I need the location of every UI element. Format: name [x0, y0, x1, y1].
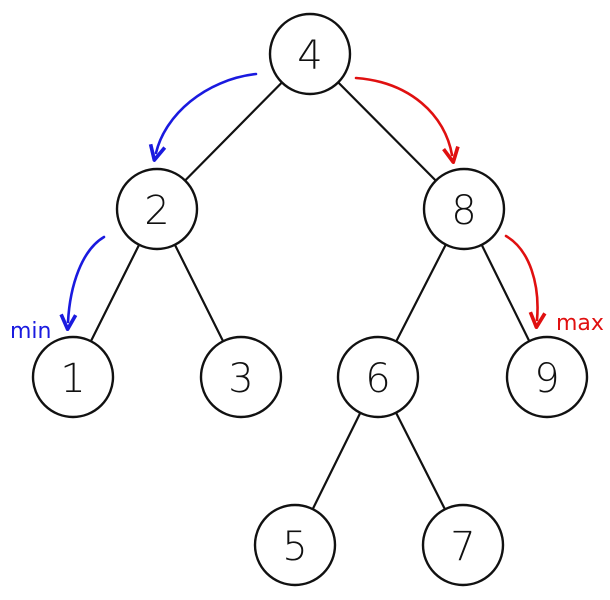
- node-circle: [505, 335, 589, 419]
- edge-n2-n1: [89, 243, 141, 343]
- edge-n8-n6: [395, 243, 447, 343]
- min-path-arrow-root-to-2: [148, 72, 258, 162]
- max-path-arrow-root-to-8: [354, 76, 460, 164]
- node-label: 5: [282, 524, 307, 570]
- tree-edges: [89, 81, 531, 511]
- max-path-arrow-8-to-9: [504, 234, 547, 330]
- traversal-arrows: [59, 72, 547, 332]
- tree-nodes: 4 2 8 1 3 6 9 5 7: [31, 12, 589, 587]
- node-label: 6: [365, 356, 390, 402]
- edge-n2-n3: [173, 243, 225, 343]
- node-circle: [336, 335, 420, 419]
- tree-node-2: 2: [115, 167, 199, 251]
- edge-n6-n7: [394, 411, 447, 511]
- node-circle: [115, 167, 199, 251]
- node-label: 8: [451, 188, 476, 234]
- node-label: 9: [534, 356, 559, 402]
- edge-n8-n9: [480, 243, 531, 343]
- node-label: 1: [60, 356, 85, 402]
- tree-node-3: 3: [199, 335, 283, 419]
- edge-n6-n5: [311, 411, 362, 511]
- node-circle: [268, 12, 352, 96]
- max-annotation: max: [556, 311, 604, 336]
- node-label: 4: [297, 33, 322, 79]
- edge-n4-n8: [337, 81, 437, 182]
- node-label: 7: [450, 524, 475, 570]
- edge-n4-n2: [184, 81, 283, 182]
- node-circle: [31, 335, 115, 419]
- tree-node-4: 4: [268, 12, 352, 96]
- tree-node-6: 6: [336, 335, 420, 419]
- tree-node-7: 7: [421, 503, 505, 587]
- tree-node-5: 5: [253, 503, 337, 587]
- tree-node-9: 9: [505, 335, 589, 419]
- node-label: 2: [144, 188, 169, 234]
- node-circle: [199, 335, 283, 419]
- node-label: 3: [228, 356, 253, 402]
- tree-node-8: 8: [422, 167, 506, 251]
- min-annotation: min: [10, 319, 52, 344]
- min-path-arrow-2-to-1: [59, 235, 106, 332]
- node-circle: [422, 167, 506, 251]
- node-circle: [421, 503, 505, 587]
- node-circle: [253, 503, 337, 587]
- tree-node-1: 1: [31, 335, 115, 419]
